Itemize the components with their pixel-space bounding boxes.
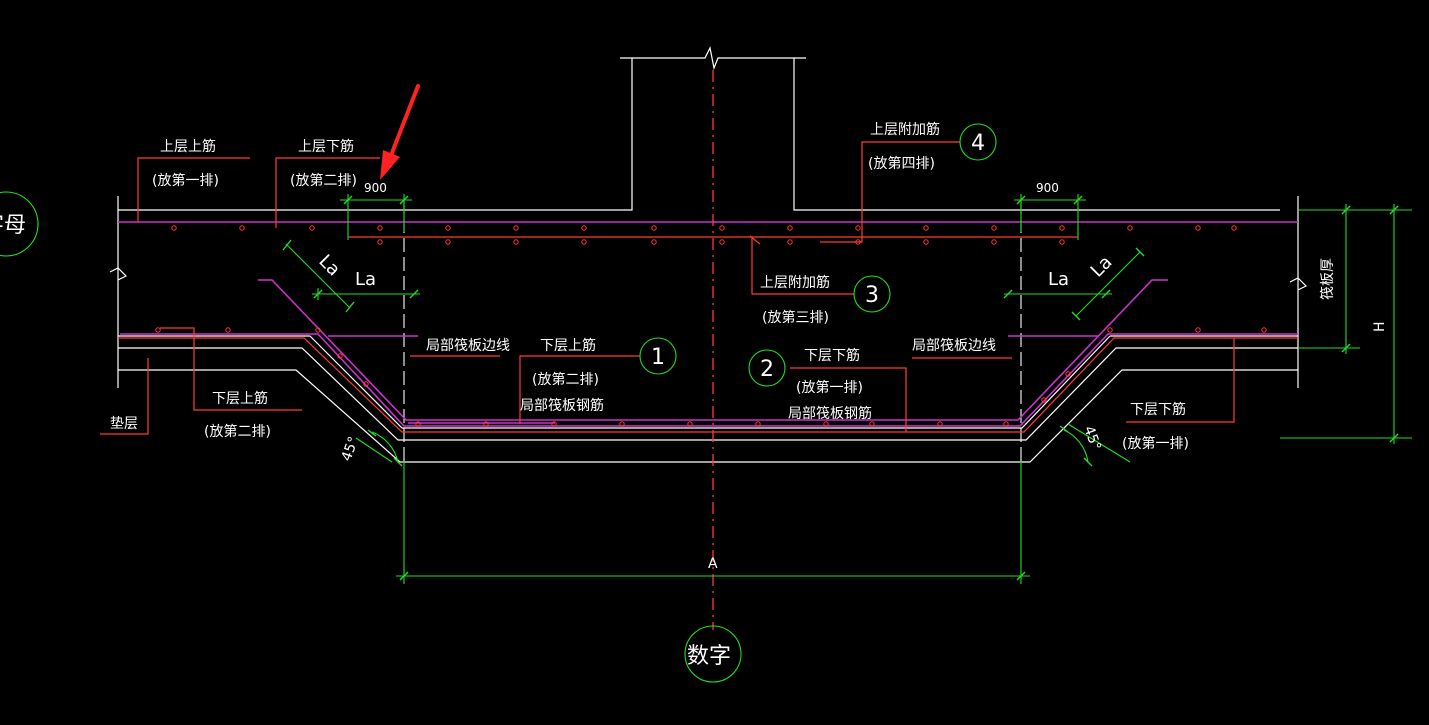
leader-upper-bottom-bar xyxy=(275,157,380,228)
cushion-bottom-line xyxy=(118,369,1298,463)
circle-label-4: 4 xyxy=(971,131,985,156)
label-raft-thickness: 筏板厚 xyxy=(1319,258,1336,300)
leader-lower-bottom-bar-right xyxy=(1126,338,1235,423)
dim-right-900: 900 xyxy=(1036,181,1059,195)
axis-bubble-circle xyxy=(684,625,742,683)
callout-circles xyxy=(0,123,997,683)
leader-upper-top-bar xyxy=(137,157,250,222)
leader-upper-extra-3 xyxy=(751,238,854,295)
structure-outline xyxy=(109,46,1308,463)
left-break-mark xyxy=(109,267,128,281)
label-lower-bottom-bar-right-row: (放第一排) xyxy=(1122,435,1189,452)
label-la-3: La xyxy=(1048,269,1069,290)
label-edge-line-right: 局部筏板边线 xyxy=(912,337,996,354)
label-lower-bottom-bar-2-row: (放第一排) xyxy=(796,379,863,396)
label-upper-bottom-bar: 上层下筋 xyxy=(298,138,354,155)
axis-bubble-label: 数字 xyxy=(687,644,731,669)
label-lower-top-bar-1: 下层上筋 xyxy=(540,337,596,354)
label-dim-h: H xyxy=(1372,321,1388,332)
leader-lower-top-bar-1 xyxy=(519,355,640,424)
dimensions xyxy=(282,194,1412,584)
label-upper-extra-4: 上层附加筋 xyxy=(870,121,940,138)
rebar-dots-top xyxy=(171,225,1237,231)
rebar-dots-second xyxy=(377,239,1065,245)
label-lower-top-bar-left-row: (放第二排) xyxy=(204,423,271,440)
rebar-dots-lower xyxy=(155,327,1267,427)
lower-top-bar-pit-line xyxy=(258,279,1168,421)
red-arrow-annotation xyxy=(380,84,420,180)
lower-bottom-bar-line xyxy=(120,333,1298,427)
rebars xyxy=(118,221,1298,433)
label-upper-extra-3: 上层附加筋 xyxy=(760,274,830,291)
label-la-4: La xyxy=(1087,252,1117,282)
column-right-edge xyxy=(793,57,1280,211)
circle-label-2: 2 xyxy=(760,357,774,382)
callout-circle-2 xyxy=(748,349,786,387)
label-lower-bottom-bar-right: 下层下筋 xyxy=(1130,401,1186,418)
label-cushion: 垫层 xyxy=(110,416,138,432)
label-lower-top-bar-1-note: 局部筏板钢筋 xyxy=(520,397,604,414)
left-bubble-circle xyxy=(0,191,39,257)
label-upper-top-bar-row: (放第一排) xyxy=(152,172,219,189)
right-break-mark xyxy=(1289,277,1308,291)
circle-label-3: 3 xyxy=(865,283,879,308)
label-upper-extra-4-row: (放第四排) xyxy=(868,155,935,172)
label-edge-line-left: 局部筏板边线 xyxy=(426,337,510,354)
label-lower-top-bar-1-row: (放第二排) xyxy=(532,371,599,388)
label-angle-right: 45° xyxy=(1080,424,1104,453)
leader-lower-bottom-bar-2 xyxy=(790,367,907,432)
column-left-edge xyxy=(118,57,633,211)
label-lower-bottom-bar-2-note: 局部筏板钢筋 xyxy=(788,405,872,422)
dim-left-900: 900 xyxy=(364,181,387,195)
leader-lines xyxy=(100,141,1235,435)
label-angle-left: 45° xyxy=(339,435,363,464)
text-labels: 上层上筋 (放第一排) 上层下筋 (放第二排) 上层附加筋 (放第四排) 上层附… xyxy=(0,121,1388,669)
left-bubble-label: 字母 xyxy=(0,213,26,238)
label-lower-top-bar-left: 下层上筋 xyxy=(212,390,268,407)
label-upper-extra-3-row: (放第三排) xyxy=(762,309,829,326)
lower-bottom-bar-red xyxy=(118,337,1298,433)
cushion-top-line xyxy=(118,347,1298,441)
label-lower-bottom-bar-2: 下层下筋 xyxy=(804,347,860,364)
leader-lower-top-bar-left xyxy=(160,327,302,411)
leader-upper-extra-4 xyxy=(820,141,960,243)
label-upper-top-bar: 上层上筋 xyxy=(160,138,216,155)
label-la-2: La xyxy=(314,251,344,281)
callout-circle-1 xyxy=(639,337,677,375)
callout-circle-3 xyxy=(853,275,891,313)
callout-circle-4 xyxy=(959,123,997,161)
circle-label-1: 1 xyxy=(651,345,665,370)
label-upper-bottom-bar-row: (放第二排) xyxy=(290,172,357,189)
column-break-line xyxy=(632,46,794,71)
label-la-1: La xyxy=(355,269,376,290)
label-dim-a: A xyxy=(708,556,718,572)
pit-outline-inner xyxy=(309,335,1111,429)
leader-cushion xyxy=(100,358,149,435)
